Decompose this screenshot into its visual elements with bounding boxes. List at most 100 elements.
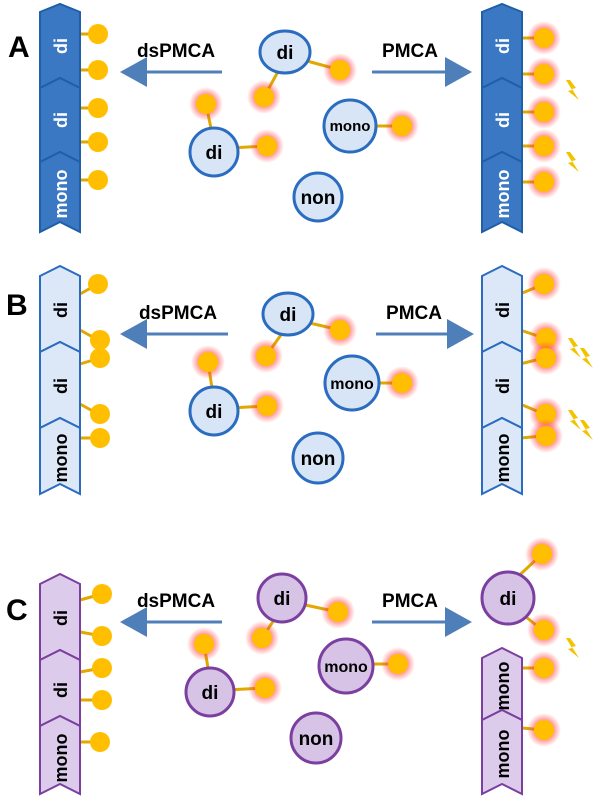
label-ball [92,626,112,646]
label-ball [196,94,216,114]
label-ball [534,64,554,84]
label-ball [254,87,274,107]
lightning-bolt-icon [566,638,579,658]
segment-label: di [51,302,71,318]
label-ball [88,24,108,44]
segment-label: mono [493,434,513,483]
molecule-non [291,431,345,485]
label-ball [534,720,554,740]
label-ball [534,658,554,678]
segment-label: di [51,38,71,54]
label-ball [388,654,408,674]
label-ball [88,60,108,80]
label-ball [90,348,110,368]
lightning-bolt-icon [566,152,579,172]
svg-text:mono: mono [330,118,371,135]
strand-segment [39,714,81,796]
left-arrow-label: dsPMCA [137,41,215,62]
svg-text:di: di [206,143,223,164]
svg-text:mono: mono [330,376,374,393]
segment-label: di [493,38,513,54]
label-ball [90,732,110,752]
label-ball [534,28,554,48]
molecule-di-detached [480,570,536,626]
panel-b: B di di mono dsPMCA PMCA [6,264,593,496]
label-ball [198,352,218,372]
svg-text:di: di [206,402,223,423]
free-molecules: di di mono non [184,572,415,765]
molecule-non [289,711,343,765]
strand-segment [481,416,523,496]
strand-segment [39,416,81,496]
label-ball [92,584,112,604]
svg-text:non: non [301,449,336,470]
label-ball [88,274,108,294]
left-strand: di di mono [39,572,112,796]
left-arrow-label: dsPMCA [137,591,215,612]
label-ball [328,602,348,622]
molecule-di [188,385,240,437]
label-ball [392,116,412,136]
svg-text:non: non [299,729,334,750]
left-strand: di di mono [39,2,108,234]
label-ball [392,373,412,393]
segment-label: di [51,112,71,128]
right-side: di mono mono [480,537,579,796]
left-strand: di di mono [39,264,110,496]
lightning-bolt-icon [568,410,581,430]
segment-label: di [493,378,513,394]
svg-text:di: di [500,589,517,610]
panel-letter: C [6,594,28,627]
segment-label: mono [51,734,71,783]
label-ball [257,396,277,416]
segment-label: mono [493,170,513,219]
label-ball [92,658,112,678]
svg-text:di: di [274,589,291,610]
strand-segment [39,150,81,234]
svg-text:di: di [280,305,297,326]
label-ball [330,60,350,80]
segment-label: di [51,610,71,626]
label-ball [534,102,554,122]
panel-c: C di di mono dsPMCA PMCA [6,537,579,796]
segment-label: di [493,112,513,128]
label-ball [257,136,277,156]
label-ball [255,678,275,698]
molecule-non [292,171,344,223]
right-arrow-label: PMCA [386,303,442,324]
label-ball [88,98,108,118]
panel-letter: A [8,31,30,64]
label-ball [90,428,110,448]
label-ball [536,426,556,446]
molecule-mono [322,98,378,154]
label-ball [536,348,556,368]
label-ball [330,320,350,340]
segment-label: di [51,682,71,698]
label-ball [536,404,556,424]
label-ball [256,346,276,366]
label-ball [252,628,272,648]
segment-label: di [51,378,71,394]
label-ball [88,170,108,190]
left-arrow-label: dsPMCA [139,303,217,324]
right-arrow-label: PMCA [382,591,438,612]
strand-segment [481,150,523,234]
molecule-di [188,126,240,178]
molecule-mono [317,637,375,695]
label-ball [90,404,110,424]
label-ball [534,172,554,192]
free-molecules: di di mono non [188,29,419,223]
free-molecules: di di mono non [188,291,419,485]
svg-text:di: di [202,683,219,704]
svg-text:mono: mono [324,659,368,676]
panel-a: A di di mono dsPMCA PMCA [8,2,579,234]
segment-label: mono [51,434,71,483]
molecule-di [261,291,315,337]
label-ball [534,620,554,640]
right-arrow-label: PMCA [382,41,438,62]
svg-text:di: di [277,43,294,64]
molecule-mono [323,354,381,412]
right-strand: di di mono [481,264,593,496]
label-ball [534,274,554,294]
